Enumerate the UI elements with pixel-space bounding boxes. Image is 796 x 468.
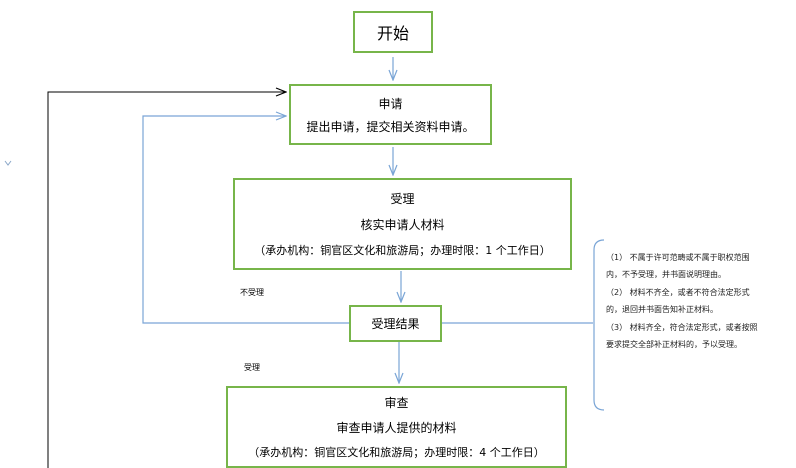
accept-label: 受理 bbox=[244, 363, 260, 372]
apply-node-desc: 提出申请，提交相关资料申请。 bbox=[306, 119, 475, 134]
accept-node: 受理 核实申请人材料 （承办机构：铜官区文化和旅游局；办理时限：1 个工作日） bbox=[233, 178, 572, 270]
small-marker-icon bbox=[4, 160, 12, 166]
reject-loop-connector bbox=[142, 116, 349, 324]
start-node: 开始 bbox=[353, 11, 433, 53]
return-loop-black-connector bbox=[47, 92, 286, 468]
apply-node: 申请 提出申请，提交相关资料申请。 bbox=[289, 84, 492, 145]
result-node-title: 受理结果 bbox=[371, 317, 420, 331]
side-note-line: （1） 不属于许可范畴或不属于职权范围 bbox=[606, 253, 750, 262]
reject-label: 不受理 bbox=[240, 288, 264, 297]
review-node-title: 审查 bbox=[384, 396, 409, 410]
review-node-desc: 审查申请人提供的材料 bbox=[336, 421, 457, 435]
side-note-line: 的，退回并书面告知补正材料。 bbox=[606, 305, 718, 314]
start-node-text: 开始 bbox=[376, 24, 409, 43]
side-note-line: （2） 材料不齐全，或者不符合法定形式 bbox=[606, 288, 750, 297]
side-note: （1） 不属于许可范畴或不属于职权范围 内，不予受理，并书面说明理由。 （2） … bbox=[606, 252, 792, 351]
accept-node-desc: 核实申请人材料 bbox=[360, 218, 445, 232]
side-note-line: （3） 材料齐全，符合法定形式，或者按照 bbox=[606, 323, 758, 332]
apply-node-title: 申请 bbox=[378, 96, 403, 111]
side-note-line: 要求提交全部补正材料的，予以受理。 bbox=[606, 340, 742, 349]
side-note-line: 内，不予受理，并书面说明理由。 bbox=[606, 270, 726, 279]
review-node: 审查 审查申请人提供的材料 （承办机构：铜官区文化和旅游局；办理时限：4 个工作… bbox=[226, 386, 567, 468]
result-node: 受理结果 bbox=[349, 305, 442, 342]
accept-node-title: 受理 bbox=[390, 192, 415, 206]
accept-node-note: （承办机构：铜官区文化和旅游局；办理时限：1 个工作日） bbox=[254, 244, 551, 257]
review-node-note: （承办机构：铜官区文化和旅游局；办理时限：4 个工作日） bbox=[248, 446, 545, 459]
side-note-bracket bbox=[593, 239, 605, 411]
